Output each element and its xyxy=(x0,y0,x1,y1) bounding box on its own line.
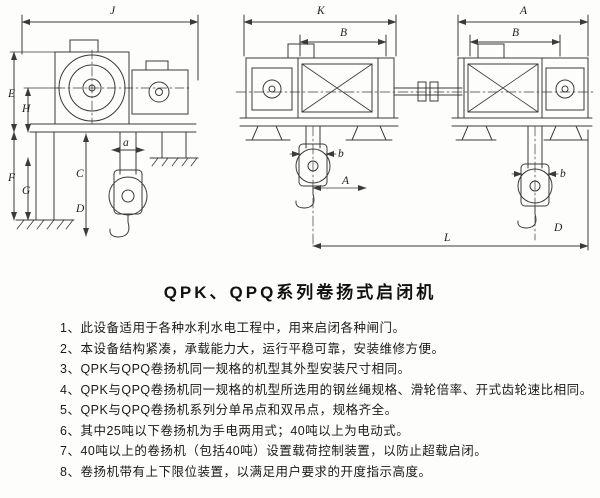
note-item: 5、QPK与QPQ卷扬机系列分单吊点和双吊点，规格齐全。 xyxy=(60,403,398,417)
note-item: 4、QPK与QPQ卷扬机同一规格的机型所选用的钢丝绳规格、滑轮倍率、开式齿轮速比… xyxy=(60,382,593,397)
dim-label-b-left: B xyxy=(340,27,347,39)
dim-label-k: K xyxy=(316,5,326,17)
right-view xyxy=(235,14,597,251)
note-item: 1、此设备适用于各种水利水电工程中，用来启闭各种闸门。 xyxy=(60,321,406,335)
note-item: 7、40吨以上的卷扬机（包括40吨）设置载荷控制装置，以防止超载启闭。 xyxy=(60,444,488,458)
left-view xyxy=(9,14,199,238)
dim-label-f: F xyxy=(7,172,16,184)
dim-label-b-right: B xyxy=(512,27,519,39)
note-item: 3、QPK与QPQ卷扬机同一规格的机型其外型安装尺寸相同。 xyxy=(60,362,411,376)
dim-label-c: C xyxy=(76,168,84,180)
dim-label-j: J xyxy=(110,5,116,17)
note-item: 8、卷扬机带有上下限位装置，以满足用户要求的开度指示高度。 xyxy=(60,464,432,479)
note-item: 6、其中25吨以下卷扬机为手电两用式；40吨以上为电动式。 xyxy=(60,423,410,438)
dim-label-a-hook: A xyxy=(341,175,350,187)
page-title: QPK、QPQ系列卷扬式启闭机 xyxy=(163,283,437,302)
dim-label-h: H xyxy=(21,103,31,115)
dim-label-a: a xyxy=(123,137,129,149)
dim-label-g: G xyxy=(22,185,31,197)
dim-label-l: L xyxy=(443,232,450,244)
dim-label-d-left: D xyxy=(75,203,85,215)
technical-drawing: J E H F G a C D xyxy=(7,5,597,251)
dim-label-rope-b-right: b xyxy=(560,168,566,180)
dim-label-d-right: D xyxy=(553,222,563,234)
notes-list: 1、此设备适用于各种水利水电工程中，用来启闭各种闸门。 2、本设备结构紧凑，承载… xyxy=(0,318,600,482)
note-item: 2、本设备结构紧凑，承载能力大，运行平稳可靠，安装维修方便。 xyxy=(60,341,445,356)
dim-label-rope-b-left: b xyxy=(338,148,344,160)
dim-label-a-top: A xyxy=(519,5,528,17)
dim-label-e: E xyxy=(7,88,15,100)
